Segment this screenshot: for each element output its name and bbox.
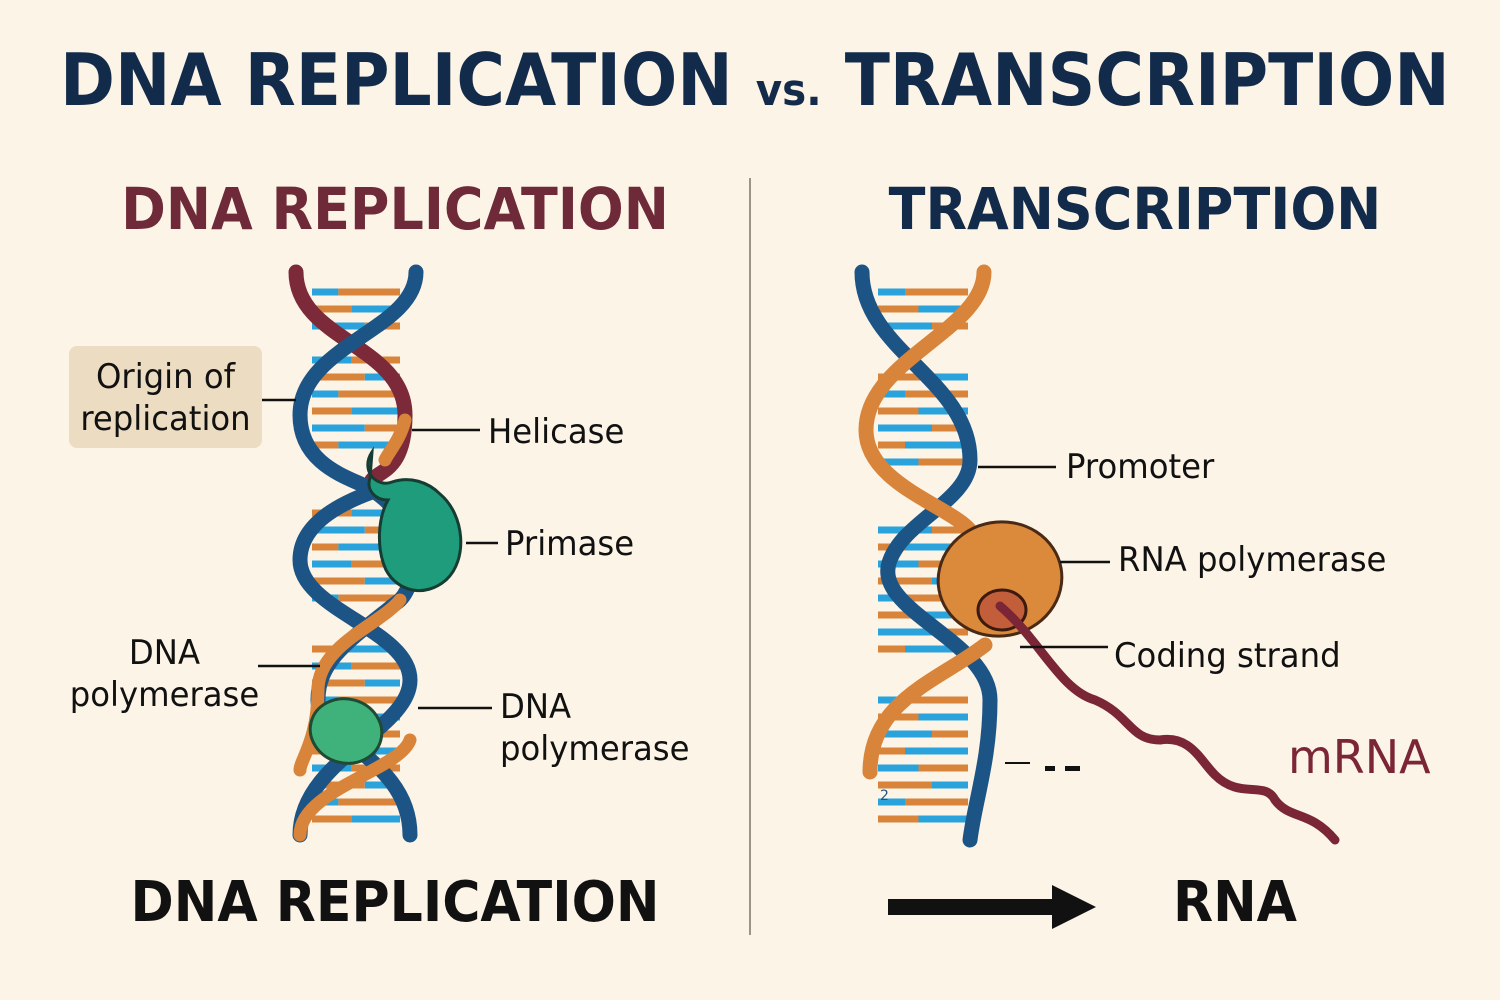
rna-polymerase-enzyme	[936, 520, 1064, 638]
coding-strand-label: Coding strand	[1114, 636, 1341, 676]
parental-strand-maroon	[288, 264, 413, 488]
coding-strand-orange-lower	[862, 637, 993, 780]
mrna-label: mRNA	[1288, 730, 1431, 784]
dna-polymerase-enzyme	[308, 697, 384, 765]
main-title: DNA REPLICATION vs. TRANSCRIPTION	[60, 38, 1450, 122]
promoter-label: Promoter	[1066, 447, 1215, 487]
transcription-footer: RNA	[1172, 870, 1297, 935]
title-vs: vs.	[755, 65, 822, 116]
lagging-strand-orange	[293, 733, 417, 842]
helicase-label: Helicase	[488, 412, 625, 452]
dna-polymerase-label-left: DNA polymerase	[69, 633, 260, 715]
coding-strand-orange-upper	[858, 264, 992, 548]
template-strand-blue	[854, 264, 998, 848]
helicase-primase-enzyme	[366, 446, 463, 592]
rna-polymerase-label: RNA polymerase	[1118, 540, 1387, 580]
svg-text:2: 2	[880, 788, 889, 804]
mrna-strand	[995, 601, 1340, 845]
dna-polymerase-label-right: DNA polymerase	[500, 687, 690, 769]
daughter-strand-orange	[293, 413, 412, 777]
transcription-helix: 2	[854, 264, 1340, 848]
small-mark-2	[1045, 766, 1055, 771]
replication-helix	[288, 264, 463, 843]
origin-label-box	[69, 346, 262, 448]
replication-heading: DNA REPLICATION	[121, 175, 669, 243]
replication-footer: DNA REPLICATION	[130, 870, 660, 935]
small-mark-3	[1065, 766, 1080, 771]
title-part-1: DNA REPLICATION	[60, 38, 733, 122]
primase-label: Primase	[505, 524, 635, 564]
title-part-2: TRANSCRIPTION	[844, 38, 1450, 122]
rna-arrow	[888, 885, 1096, 929]
transcription-heading: TRANSCRIPTION	[888, 175, 1382, 243]
origin-of-replication-label: Origin of replication	[80, 357, 251, 439]
